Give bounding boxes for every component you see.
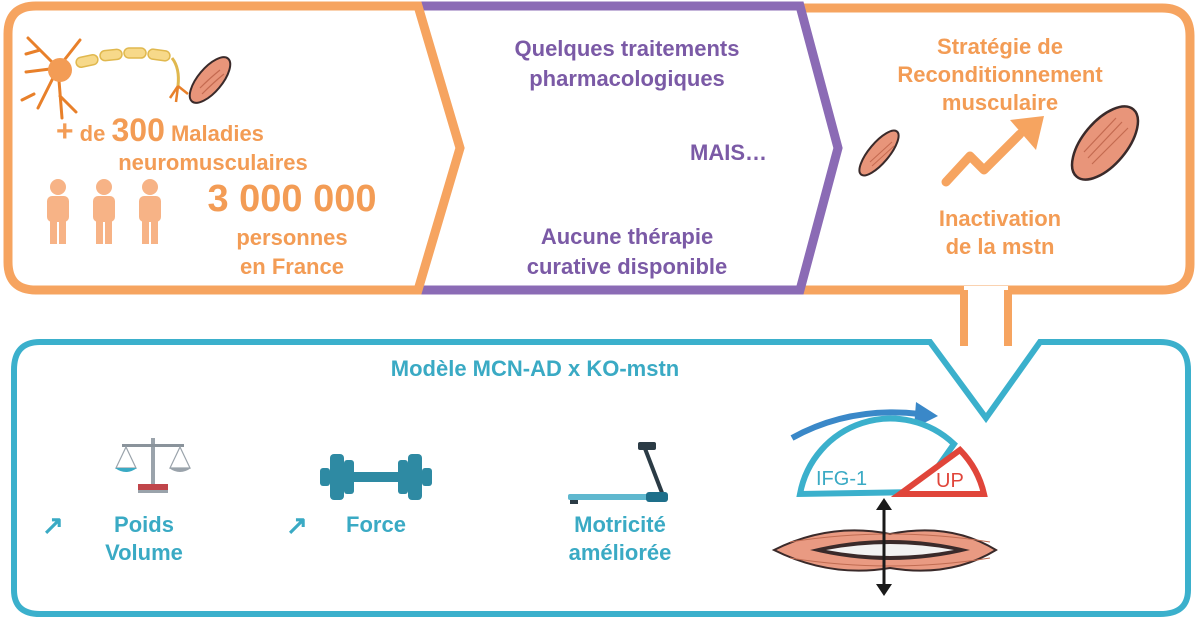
france-label: en France	[240, 254, 344, 279]
diseases-panel-border	[3, 1, 465, 295]
personnes-label: personnes	[236, 225, 348, 250]
muscle-icon	[188, 56, 232, 104]
igf-arc	[796, 415, 958, 498]
strategy-panel-border	[795, 3, 1195, 295]
neuron-icon	[20, 36, 189, 120]
inactivation-line1: Inactivation	[938, 206, 1062, 231]
strategy-line2: Reconditionnement	[897, 62, 1103, 87]
people-icon	[47, 179, 161, 244]
model-title: Modèle MCN-AD x KO-mstn	[390, 356, 680, 381]
no-therapy-line1: Aucune thérapie	[540, 224, 714, 249]
callout-stem	[964, 286, 1008, 346]
treatments-line2: pharmacologiques	[529, 66, 725, 91]
motricite-label: Motricité	[574, 512, 666, 537]
up-label: UP	[936, 470, 964, 492]
increase-arrow-2-icon: ↗	[286, 510, 308, 540]
disease-number: 300	[111, 112, 165, 148]
dumbbell-icon	[320, 454, 432, 500]
muscle-fiber	[771, 498, 998, 596]
igf-gauge-diagram	[771, 402, 998, 596]
curved-arrow	[790, 409, 921, 441]
growth-arrow-icon	[941, 116, 1044, 187]
maladies-word: Maladies	[170, 121, 264, 146]
strategy-line1: Stratégie de	[937, 34, 1063, 59]
strategy-line3: musculaire	[941, 90, 1059, 115]
volume-label: Volume	[105, 540, 183, 565]
mais-label: MAIS…	[690, 140, 767, 165]
amelioree-label: améliorée	[568, 540, 672, 565]
treadmill-icon	[568, 442, 668, 504]
treatments-line1: Quelques traitements	[514, 36, 740, 61]
up-wedge	[890, 446, 988, 497]
small-muscle-icon	[858, 129, 900, 177]
large-muscle-icon	[1070, 105, 1140, 181]
inactivation-line2: de la mstn	[945, 234, 1055, 259]
igf-label: IFG-1	[816, 468, 868, 490]
force-label: Force	[346, 512, 406, 537]
neuromuscular-label: neuromusculaires	[118, 150, 308, 175]
disease-count-line: + de 300 Maladies	[56, 112, 264, 150]
increase-arrow-1-icon: ↗	[42, 510, 64, 540]
de-word: de	[79, 121, 106, 146]
people-count: 3 000 000	[207, 178, 377, 220]
no-therapy-line2: curative disponible	[526, 254, 728, 279]
plus-sign: +	[56, 115, 74, 148]
poids-label: Poids	[114, 512, 174, 537]
scale-icon	[115, 438, 191, 493]
